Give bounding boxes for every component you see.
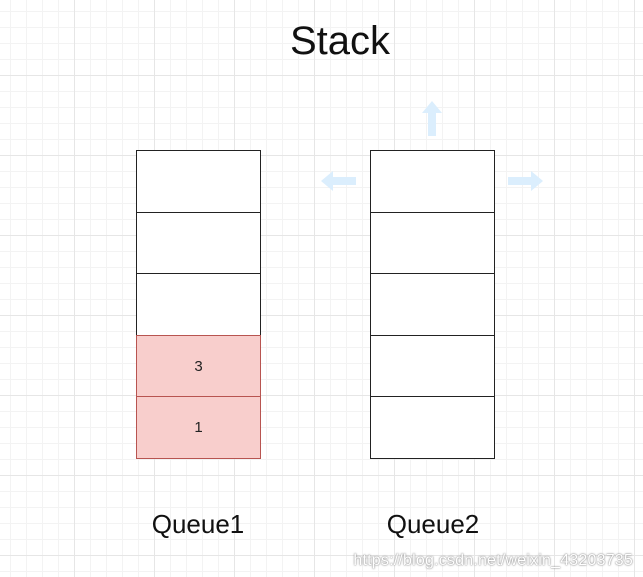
- queue2-label: Queue2: [386, 509, 480, 539]
- queue1-label: Queue1: [151, 509, 245, 539]
- queue-1: 3 1: [136, 150, 261, 459]
- queue1-cell-5: 1: [136, 396, 261, 459]
- queue1-cell-2: [136, 211, 261, 275]
- queue2-cell-1: [370, 150, 495, 213]
- queue2-cell-5: [370, 396, 495, 459]
- arrow-left-icon[interactable]: [318, 161, 358, 201]
- queue2-cell-3: [370, 273, 495, 336]
- queue1-cell-3: [136, 273, 261, 336]
- arrow-right-icon[interactable]: [506, 161, 546, 201]
- queue2-cell-4: [370, 334, 495, 398]
- queue1-cell-1: [136, 150, 261, 213]
- queue1-cell-4: 3: [136, 334, 261, 398]
- watermark-text: https://blog.csdn.net/weixin_43203735: [353, 552, 633, 569]
- queue-2: [370, 150, 495, 459]
- arrow-up-icon[interactable]: [412, 98, 452, 138]
- queue2-cell-2: [370, 211, 495, 275]
- diagram-title: Stack: [289, 19, 391, 63]
